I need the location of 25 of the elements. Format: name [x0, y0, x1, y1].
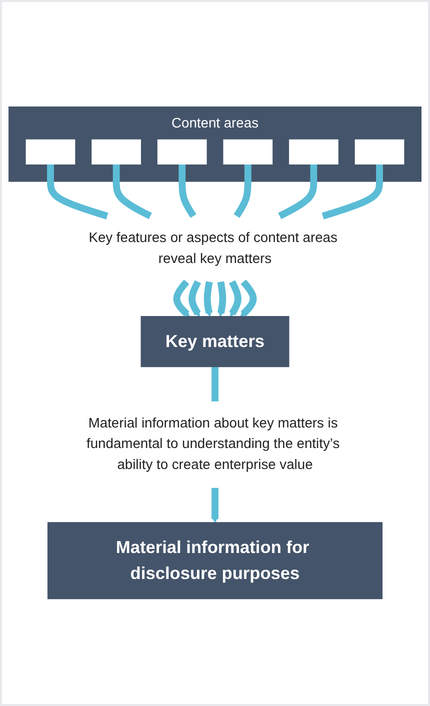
node-box [289, 140, 338, 165]
connector [47, 164, 108, 220]
node-box [354, 140, 404, 165]
connector [322, 164, 383, 220]
cluster: Content areas [8, 106, 422, 182]
node-text: Material information about key matters is fundamental to understanding the entity’s ability to create enterprise value [86, 416, 340, 472]
connector [234, 164, 252, 218]
node-box [26, 140, 76, 165]
arrow [173, 280, 190, 317]
arrow [204, 281, 213, 317]
arrow [188, 280, 202, 317]
connector [112, 164, 152, 220]
arrow [240, 280, 257, 317]
node-box [157, 140, 207, 165]
connector [178, 164, 196, 218]
arrow [211, 488, 219, 524]
node-box: Key matters [140, 316, 290, 368]
node-box [223, 140, 273, 165]
node-box: Material information for disclosure purposes [47, 522, 383, 600]
arrow [217, 281, 226, 317]
node-box [92, 140, 141, 165]
connector [212, 366, 218, 402]
connector [278, 164, 318, 220]
arrow [228, 280, 242, 317]
node-text: Key features or aspects of content areas reveal key matters [88, 230, 338, 266]
